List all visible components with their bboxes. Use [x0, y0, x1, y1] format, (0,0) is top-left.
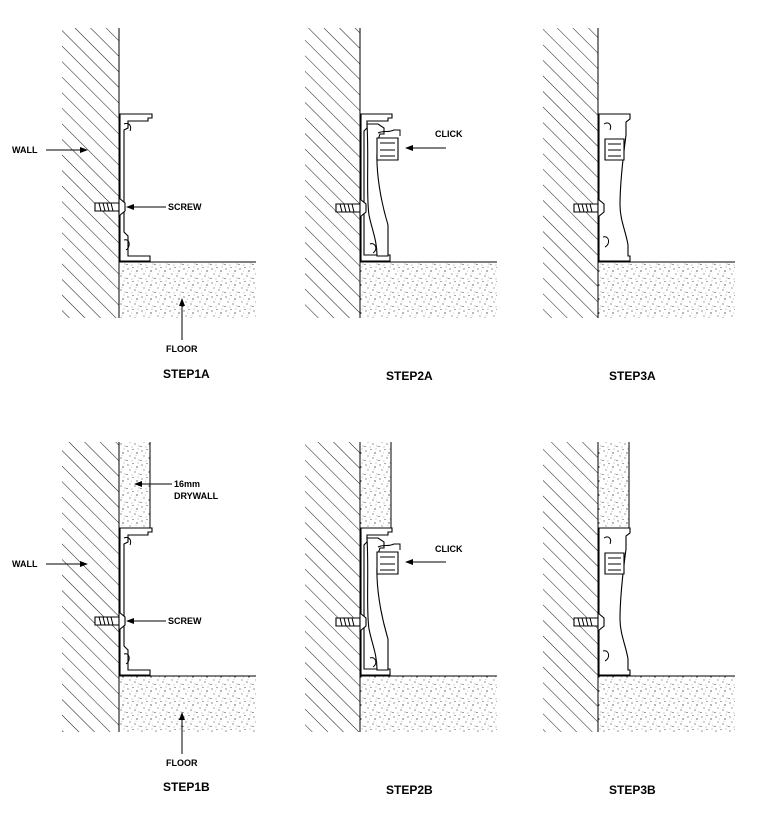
wall-label: WALL: [12, 559, 38, 569]
screw: [335, 197, 367, 219]
floor-label: FLOOR: [166, 758, 198, 768]
floor-slab: [598, 676, 735, 732]
floor-slab: [119, 262, 256, 318]
drywall-board: [360, 442, 391, 528]
wall-arrow: [46, 561, 88, 567]
panel-step2b: CLICK STEP2B: [305, 442, 497, 797]
floor-slab: [598, 262, 735, 318]
step-title: STEP2B: [386, 783, 433, 797]
assembled-profile: [598, 113, 631, 262]
wall-hatch: [543, 28, 598, 318]
skirting-cover: [366, 537, 401, 671]
base-profile: [119, 527, 153, 676]
panel-step3a: STEP3A: [543, 28, 735, 383]
skirting-cover: [366, 123, 401, 257]
floor-slab: [119, 676, 256, 732]
wall-hatch: [543, 442, 598, 732]
click-label: CLICK: [435, 129, 463, 139]
floor-slab: [360, 676, 497, 732]
panel-step1b: 16mm DRYWALL WALL SCREW FLOOR STEP1B: [12, 442, 256, 794]
step-title: STEP3A: [609, 369, 656, 383]
wall-hatch: [62, 442, 119, 732]
step-title: STEP3B: [609, 783, 656, 797]
wall-arrow: [46, 147, 88, 153]
screw: [94, 196, 126, 218]
step-title: STEP2A: [386, 369, 433, 383]
screw-arrow: [126, 204, 166, 210]
step-title: STEP1A: [163, 367, 210, 381]
screw-label: SCREW: [168, 616, 202, 626]
drywall-board: [119, 442, 150, 528]
wall-label: WALL: [12, 145, 38, 155]
click-label: CLICK: [435, 544, 463, 554]
panel-step1a: WALL SCREW FLOOR STEP1A: [12, 28, 256, 381]
screw: [335, 611, 367, 633]
click-arrow: [405, 145, 446, 151]
base-profile: [119, 113, 153, 262]
floor-slab: [360, 262, 497, 318]
drywall-board: [598, 442, 629, 528]
screw-label: SCREW: [168, 202, 202, 212]
wall-hatch: [305, 28, 360, 318]
panel-step2a: CLICK STEP2A: [305, 28, 497, 383]
drywall-label: DRYWALL: [174, 491, 219, 501]
drywall-arrow: [134, 481, 172, 487]
screw: [94, 610, 126, 632]
floor-arrow: [179, 712, 185, 754]
panel-step3b: STEP3B: [543, 442, 735, 797]
step-title: STEP1B: [163, 780, 210, 794]
wall-hatch: [305, 442, 360, 732]
click-arrow: [405, 559, 446, 565]
screw: [573, 611, 605, 633]
floor-label: FLOOR: [166, 344, 198, 354]
floor-arrow: [179, 298, 185, 340]
assembled-profile: [598, 527, 631, 676]
wall-hatch: [62, 28, 119, 318]
screw: [573, 197, 605, 219]
drywall-size-label: 16mm: [174, 479, 200, 489]
screw-arrow: [126, 618, 166, 624]
